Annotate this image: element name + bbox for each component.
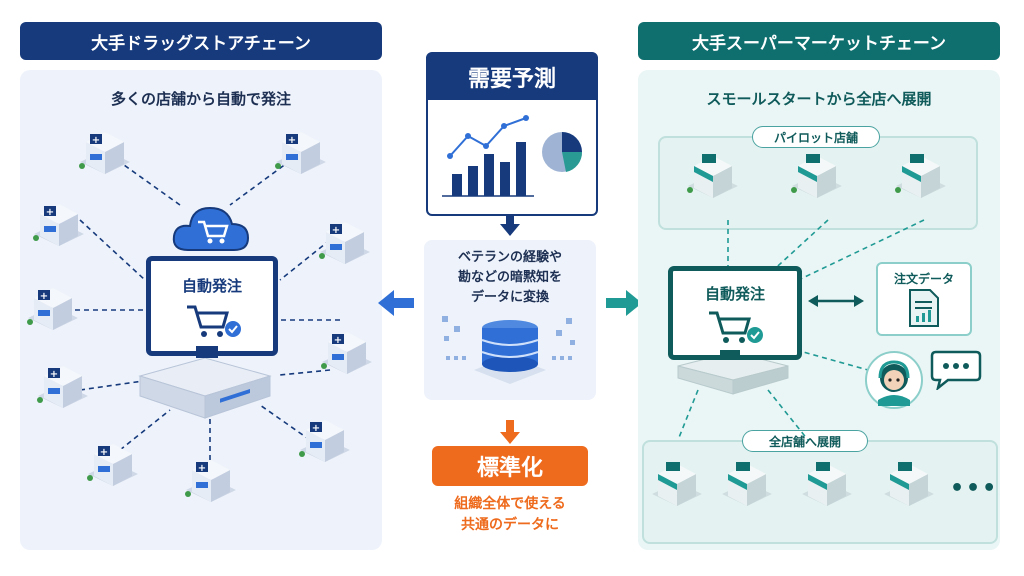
store-icon: + — [87, 444, 138, 486]
double-arrow-icon — [808, 295, 864, 307]
shopping-cart-icon — [709, 311, 763, 343]
arrow-right-icon — [606, 290, 642, 316]
arrow-left-icon — [378, 290, 414, 316]
store-icon — [802, 462, 852, 506]
store-icon: + — [33, 204, 84, 246]
chat-bubble-icon — [930, 350, 982, 390]
right-connections — [677, 219, 925, 441]
document-icon — [909, 289, 939, 327]
svg-text:+: + — [288, 135, 296, 146]
svg-text:+: + — [46, 207, 54, 218]
demand-forecast-title: 需要予測 — [428, 54, 596, 100]
store-icon — [652, 462, 702, 506]
store-icon — [895, 154, 946, 198]
svg-text:+: + — [92, 135, 100, 146]
monitor-stand — [196, 346, 218, 358]
database-icon — [442, 316, 575, 384]
server-base — [138, 357, 272, 419]
standardization-subtext: 組織全体で使える 共通のデータに — [454, 496, 566, 533]
pilot-store-label: パイロット店舗 — [752, 126, 880, 148]
store-icon: + — [27, 288, 78, 330]
cloud-cart-icon — [172, 206, 250, 251]
forecast-chart-icon — [442, 115, 583, 197]
auto-order-monitor-left: 自動発注 — [146, 256, 278, 356]
svg-text:+: + — [198, 463, 206, 474]
store-icon — [884, 462, 934, 506]
arrow-down-icon — [500, 420, 520, 444]
right-subtitle: スモールスタートから全店へ展開 — [706, 90, 932, 108]
svg-text:+: + — [312, 423, 320, 434]
store-icon: + — [79, 132, 130, 174]
left-connections — [75, 154, 340, 460]
store-icon: + — [299, 420, 350, 462]
store-icon — [722, 462, 772, 506]
monitor-stand — [720, 350, 740, 360]
order-data-label: 注文データ — [893, 272, 954, 286]
auto-order-monitor-right: 自動発注 — [668, 266, 802, 360]
rollout-label: 全店舗へ展開 — [742, 430, 868, 452]
store-icon: + — [321, 332, 372, 374]
support-agent-icon — [865, 351, 923, 409]
store-icon: + — [275, 132, 326, 174]
monitor-label: 自動発注 — [704, 285, 765, 303]
standardization-title: 標準化 — [432, 446, 588, 486]
monitor-label: 自動発注 — [181, 277, 242, 295]
demand-forecast-box: 需要予測 — [426, 52, 598, 216]
arrow-down-icon — [500, 214, 520, 236]
store-icon: + — [37, 366, 88, 408]
svg-text:+: + — [50, 369, 58, 380]
tacit-knowledge-box: ベテランの経験や 勘などの暗黙知を データに変換 — [424, 240, 596, 400]
svg-text:+: + — [332, 225, 340, 236]
svg-text:+: + — [40, 291, 48, 302]
right-panel-header: 大手スーパーマーケットチェーン — [638, 22, 1000, 60]
store-icon: + — [185, 460, 236, 502]
svg-text:+: + — [100, 447, 108, 458]
svg-text:+: + — [334, 335, 342, 346]
store-icon — [687, 154, 738, 198]
shopping-cart-icon — [187, 305, 241, 337]
more-stores-indicator: ••• — [950, 476, 999, 501]
left-subtitle: 多くの店舗から自動で発注 — [110, 90, 291, 108]
left-panel-header: 大手ドラッグストアチェーン — [20, 22, 382, 60]
order-data-box: 注文データ — [876, 262, 972, 336]
store-icon — [791, 154, 842, 198]
tacit-knowledge-text: ベテランの経験や 勘などの暗黙知を データに変換 — [457, 250, 562, 305]
store-icon: + — [319, 222, 370, 264]
